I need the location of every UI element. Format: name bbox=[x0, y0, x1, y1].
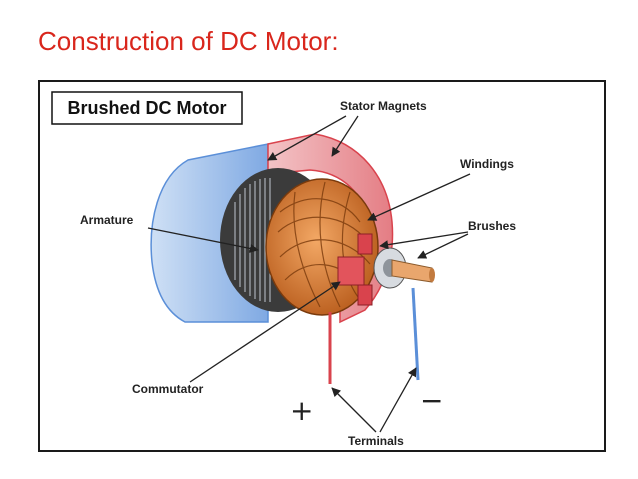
motor-diagram-frame: Brushed DC Motor bbox=[38, 80, 606, 452]
label-stator-magnets: Stator Magnets bbox=[340, 99, 427, 113]
shaft-end bbox=[429, 268, 435, 282]
commutator bbox=[337, 256, 365, 286]
diagram-title-box bbox=[51, 91, 243, 125]
negative-sign: − bbox=[420, 384, 443, 417]
label-armature: Armature bbox=[80, 213, 134, 227]
arrow-stator-blue bbox=[267, 115, 347, 161]
arrow-windings bbox=[367, 173, 471, 221]
diagram-title: Brushed DC Motor bbox=[68, 98, 227, 118]
arrow-brushes-bottom bbox=[417, 233, 469, 259]
label-terminals: Terminals bbox=[348, 434, 404, 448]
callout-arrows bbox=[147, 115, 471, 433]
arrow-terminal-negative bbox=[379, 367, 417, 433]
slide-title: Construction of DC Motor: bbox=[38, 26, 339, 56]
arrow-terminal-positive bbox=[331, 387, 377, 433]
label-commutator: Commutator bbox=[132, 382, 204, 396]
arrow-stator-red bbox=[331, 115, 359, 157]
brush-top bbox=[357, 233, 373, 255]
brush-bottom bbox=[357, 284, 373, 306]
terminal-wire-negative bbox=[411, 287, 420, 381]
label-windings: Windings bbox=[460, 157, 514, 171]
arrow-armature bbox=[147, 227, 259, 253]
arrow-brushes-top bbox=[379, 231, 469, 250]
motor-diagram: Brushed DC Motor bbox=[51, 91, 516, 448]
positive-sign: + bbox=[290, 394, 313, 427]
armature-laminations bbox=[234, 178, 271, 302]
label-brushes: Brushes bbox=[468, 219, 516, 233]
arrow-commutator bbox=[189, 281, 341, 383]
